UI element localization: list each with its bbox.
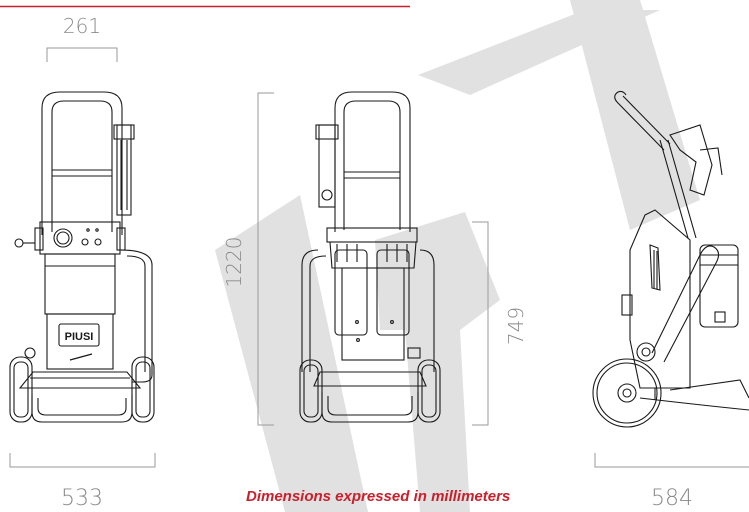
side-wheel — [592, 358, 662, 428]
back-frame — [341, 267, 405, 361]
dim-front-width-line — [9, 453, 156, 468]
watermark-stroke-4 — [570, 0, 700, 230]
back-panel — [326, 227, 418, 243]
dim-side-depth-line — [594, 453, 749, 468]
back-filter-left — [334, 249, 368, 336]
watermark — [215, 0, 700, 512]
side-view — [592, 90, 749, 428]
front-tank-body — [44, 253, 116, 315]
dim-lower-height-label: 749 — [504, 307, 528, 345]
units-caption: Dimensions expressed in millimeters — [246, 488, 511, 505]
back-filter-right — [376, 249, 410, 336]
front-view — [9, 91, 155, 423]
back-nozzle-holder — [318, 124, 336, 208]
side-hose-handle — [651, 245, 720, 363]
back-wheel-left — [299, 359, 323, 423]
back-view — [299, 91, 441, 423]
back-wheel-right — [417, 359, 441, 423]
dim-front-width-label: 533 — [61, 486, 103, 511]
side-handle — [616, 95, 671, 151]
dim-top-width-label: 261 — [63, 14, 101, 38]
watermark-stroke-1 — [215, 195, 368, 512]
front-gauge — [53, 228, 73, 248]
dim-top-width-line — [46, 47, 118, 62]
side-filter — [699, 244, 739, 328]
side-body — [629, 209, 691, 389]
dim-height-label: 1220 — [222, 237, 246, 288]
dim-side-depth-label: 584 — [651, 486, 693, 511]
front-logo-text: PIUSI — [65, 331, 94, 343]
front-wheel-left — [9, 356, 33, 423]
front-wheel-right — [131, 356, 155, 423]
dim-height-line — [257, 92, 274, 426]
dim-lower-height-line — [472, 221, 489, 426]
dimension-lines — [9, 47, 749, 468]
front-pump-housing — [46, 313, 114, 370]
watermark-stroke-2 — [375, 212, 500, 512]
back-handle — [334, 91, 411, 232]
side-nozzle — [669, 124, 713, 196]
front-handle — [41, 91, 123, 235]
front-logo-plate — [58, 323, 100, 347]
